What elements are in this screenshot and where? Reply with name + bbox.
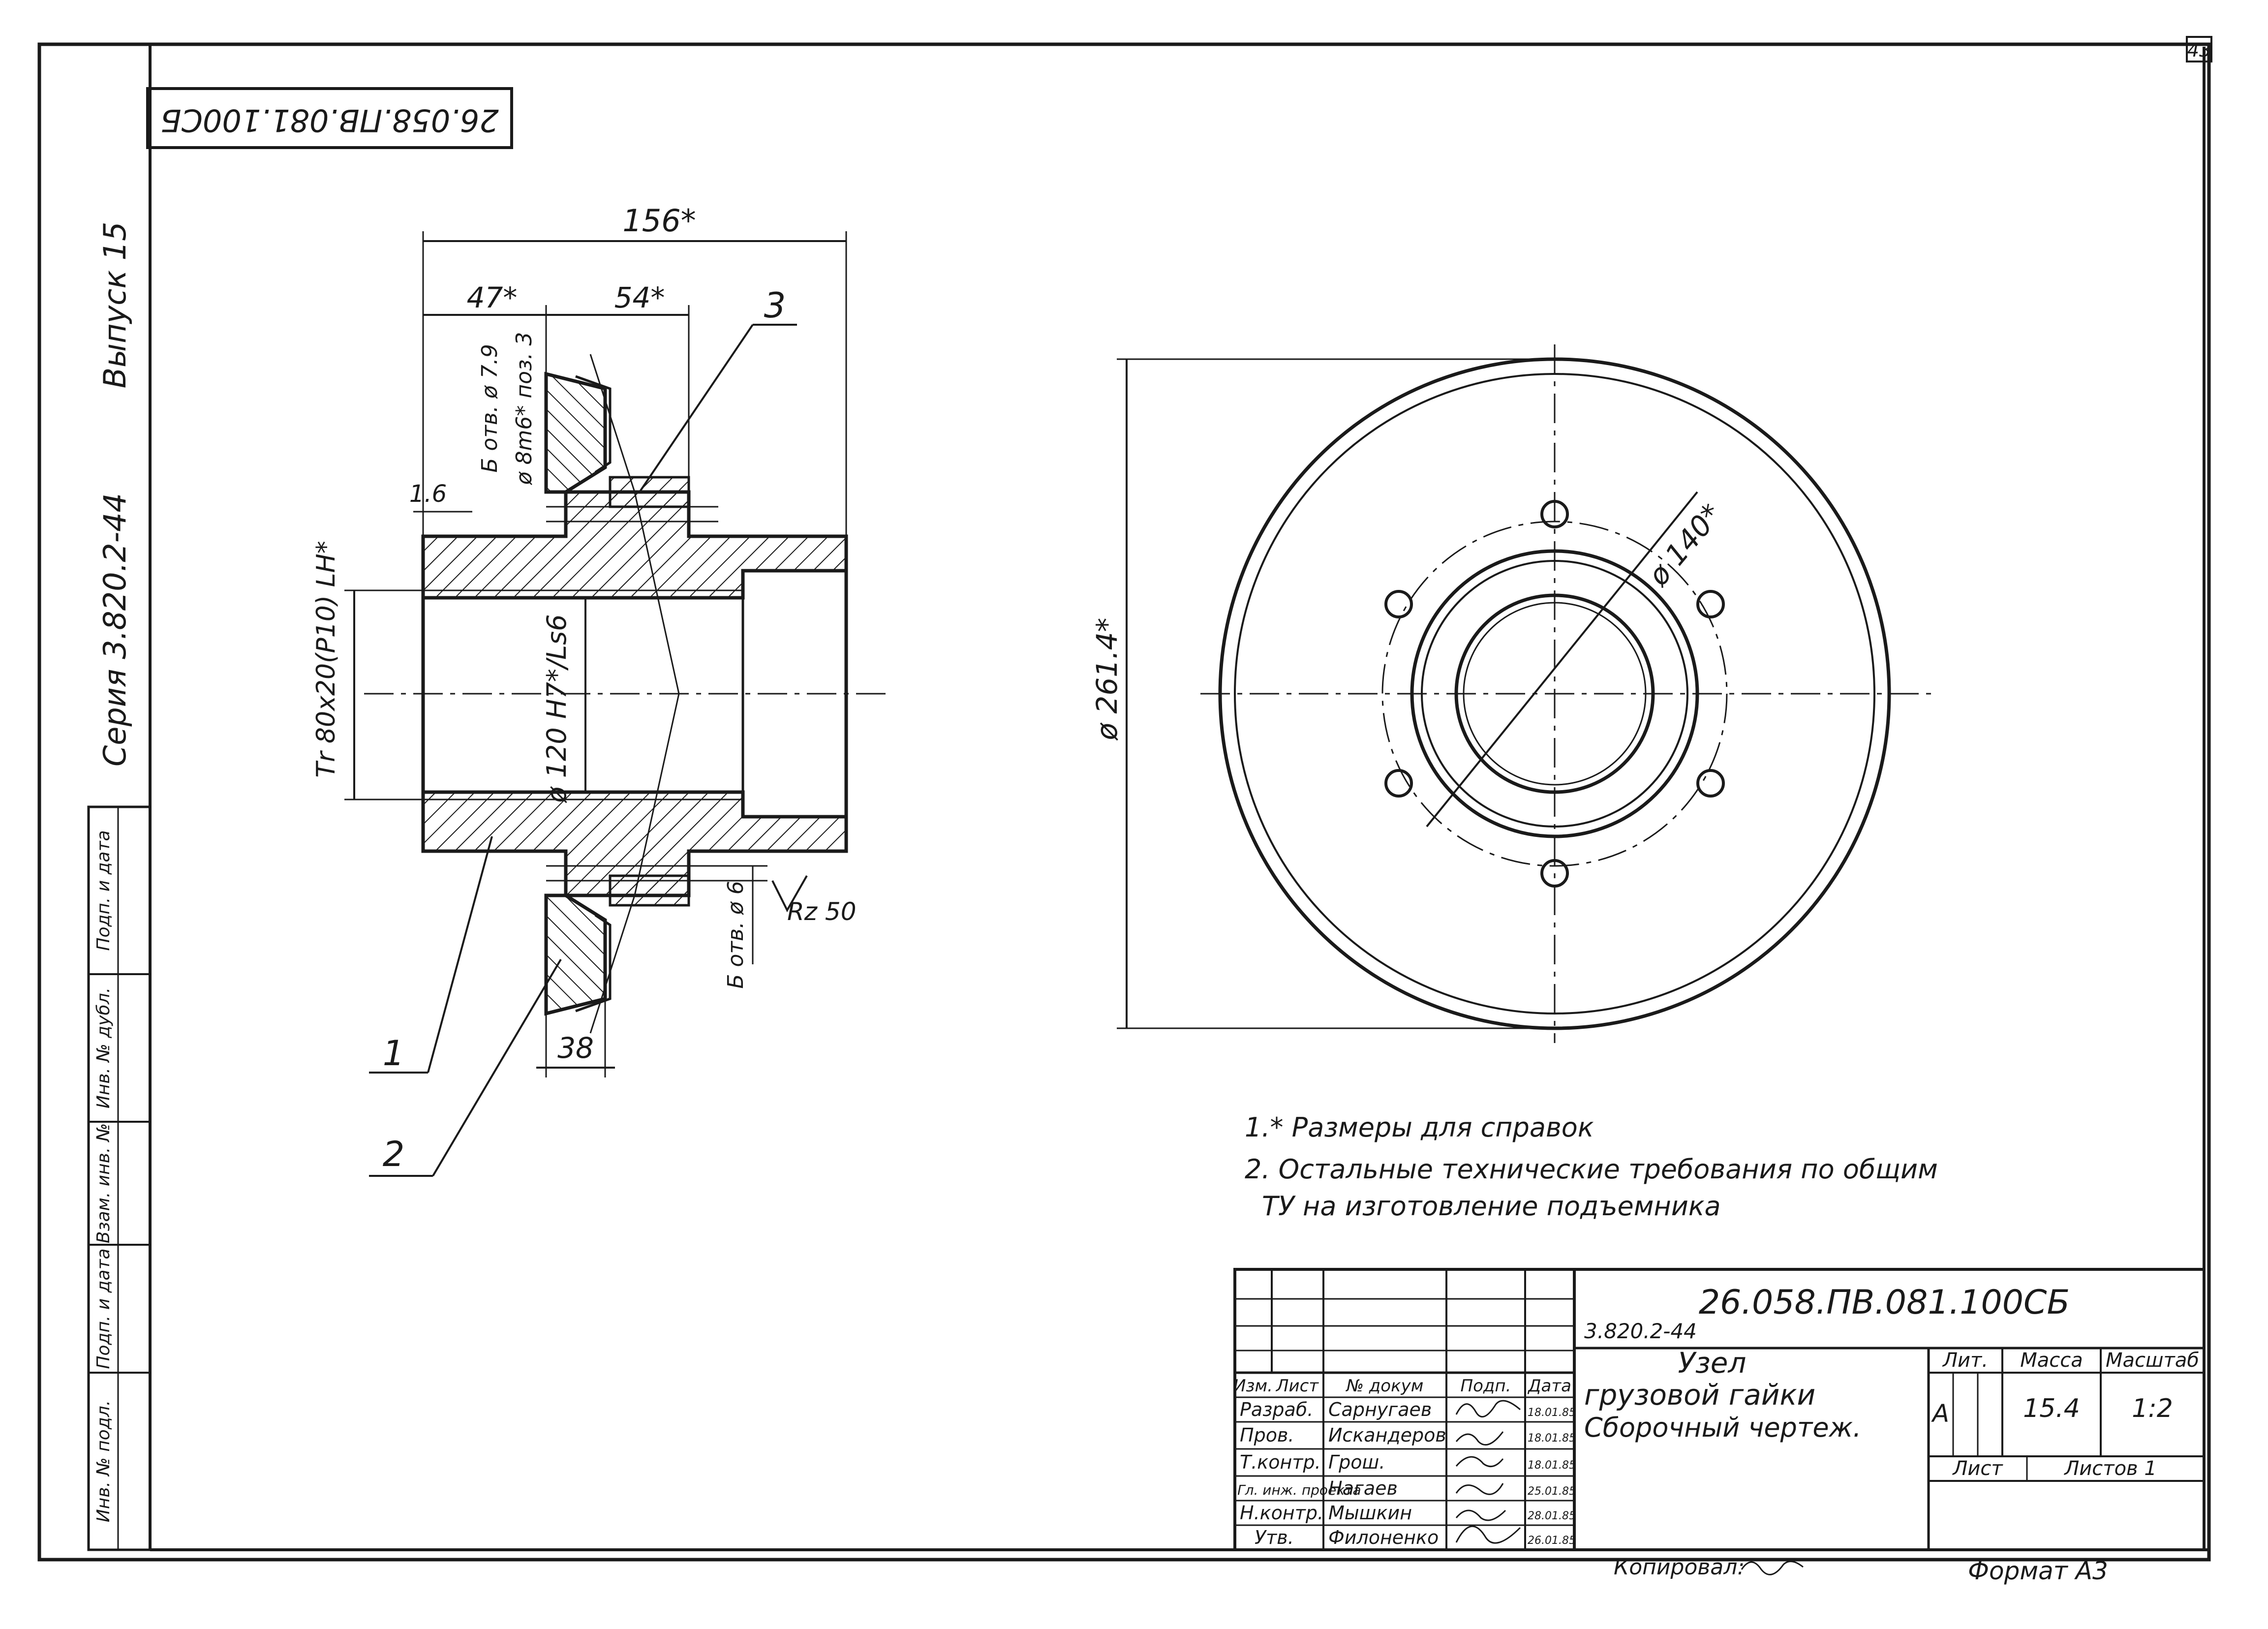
- series-label: Серия 3.820.2-44: [97, 493, 133, 767]
- row-date: 18.01.85: [1528, 1459, 1576, 1472]
- stamp-inv-podl: Инв. № подл.: [93, 1400, 114, 1522]
- row-role: Пров.: [1240, 1424, 1294, 1446]
- row-name: Грош.: [1328, 1451, 1385, 1473]
- note-3: ТУ на изготовление подъемника: [1262, 1191, 1721, 1222]
- dim-1-6: 1.6: [409, 480, 447, 508]
- scale-value: 1:2: [2132, 1394, 2173, 1423]
- name-line-2: грузовой гайки: [1584, 1378, 1815, 1412]
- bolt-hole: [1384, 769, 1413, 798]
- row-date: 25.01.85: [1528, 1485, 1576, 1498]
- bolt-note-top-2: ø 8m6* поз. 3: [512, 332, 537, 486]
- dim-47: 47*: [467, 281, 518, 314]
- roughness: Rz 50: [787, 897, 857, 926]
- bevel-gear-teeth-upper: [575, 375, 612, 474]
- row-name: Филоненко: [1328, 1527, 1439, 1548]
- bevel-gear-upper: [544, 371, 607, 494]
- row-name: Мышкин: [1328, 1502, 1412, 1524]
- position-leaders: 1 2 3: [369, 285, 797, 1177]
- notes: 1.* Размеры для справок 2. Остальные тех…: [1245, 1112, 1938, 1222]
- pos-2: 2: [383, 1134, 405, 1174]
- footer: Копировал: Формат А3: [1614, 1555, 2108, 1585]
- col-izm: Изм.: [1233, 1376, 1273, 1396]
- bolt-hole: [1696, 769, 1725, 798]
- pos-1: 1: [383, 1033, 405, 1074]
- mass-label: Масса: [2020, 1349, 2083, 1372]
- row-role: Т.контр.: [1240, 1451, 1321, 1473]
- side-stamp: Инв. № подл. Подп. и дата Взам. инв. № И…: [87, 805, 152, 1551]
- bevel-gear-teeth-lower: [575, 914, 612, 1013]
- row-date: 28.01.85: [1528, 1510, 1576, 1522]
- note-1: 1.* Размеры для справок: [1245, 1112, 1594, 1143]
- lit-label: Лит.: [1942, 1349, 1988, 1372]
- bolt-hole: [1384, 590, 1413, 618]
- scale-label: Масштаб: [2106, 1349, 2199, 1372]
- row-date: 26.01.85: [1528, 1535, 1576, 1547]
- pos-3: 3: [764, 285, 786, 326]
- row-role: Гл. инж. проекта: [1237, 1482, 1361, 1498]
- row-role: Н.контр.: [1240, 1502, 1323, 1524]
- stamp-podp-data-2: Подп. и дата: [93, 830, 114, 951]
- outer-frame: 43: [37, 36, 2212, 1562]
- name-line-3: Сборочный чертеж.: [1584, 1412, 1861, 1443]
- dim-156: 156*: [622, 203, 696, 239]
- issue-label: Выпуск 15: [97, 222, 133, 389]
- row-name: Искандеров: [1328, 1424, 1446, 1446]
- bolt-hole: [1696, 590, 1725, 618]
- dim-54: 54*: [614, 281, 665, 314]
- sheet-number: 43: [2187, 39, 2211, 61]
- top-code: 26.058.ПВ.081.100СБ: [160, 102, 499, 138]
- section-view: [364, 354, 886, 1034]
- bevel-gear-lower: [544, 893, 607, 1016]
- row-date: 18.01.85: [1528, 1407, 1576, 1419]
- front-view: ø 140* ø 261.4*: [1090, 344, 1933, 1043]
- mass-value: 15.4: [2023, 1394, 2080, 1423]
- dim-outer-261: ø 261.4*: [1090, 618, 1124, 741]
- sheet-label: Лист: [1952, 1457, 2003, 1480]
- row-role: Разраб.: [1240, 1399, 1313, 1420]
- stamp-inv-dubl: Инв. № дубл.: [93, 987, 114, 1108]
- side-labels: Выпуск 15 Серия 3.820.2-44: [97, 222, 133, 767]
- bolt-note-bottom: Б отв. ø 6: [723, 881, 748, 989]
- row-role: Утв.: [1255, 1527, 1294, 1548]
- stamp-podp-data-1: Подп. и дата: [93, 1248, 114, 1369]
- bolt-note-top-1: Б отв. ø 7.9: [477, 344, 502, 473]
- note-2: 2. Остальные технические требования по о…: [1245, 1154, 1938, 1185]
- top-code-box: 26.058.ПВ.081.100СБ: [146, 87, 513, 149]
- copied-by: Копировал:: [1614, 1555, 1745, 1580]
- pin-upper: [609, 476, 690, 508]
- stamp-vzam-inv: Взам. инв. №: [93, 1123, 114, 1243]
- col-podp: Подп.: [1461, 1376, 1511, 1396]
- row-date: 18.01.85: [1528, 1432, 1576, 1445]
- title-block: 26.058.ПВ.081.100СБ 3.820.2-44 Узел груз…: [1233, 1268, 2206, 1551]
- col-data: Дата: [1527, 1376, 1571, 1396]
- dim-38: 38: [557, 1031, 594, 1065]
- doc-code: 26.058.ПВ.081.100СБ: [1699, 1283, 2070, 1322]
- series-code: 3.820.2-44: [1584, 1319, 1697, 1343]
- format-label: Формат А3: [1968, 1557, 2108, 1585]
- bore-note: ø 120 H7*/Ls6: [541, 614, 572, 803]
- row-name: Нагаев: [1328, 1477, 1398, 1499]
- signatures: [1455, 1400, 1521, 1544]
- thread-note: Тr 80х20(P10) LH*: [311, 541, 341, 777]
- name-line-1: Узел: [1678, 1346, 1747, 1380]
- col-list: Лист: [1275, 1376, 1319, 1396]
- lit-value: А: [1931, 1399, 1949, 1428]
- col-dokum: № докум: [1346, 1376, 1424, 1396]
- row-name: Сарнугаев: [1328, 1399, 1432, 1420]
- sheets-label: Листов 1: [2063, 1457, 2157, 1480]
- dimensions-left: 156* 47* 54* 1.6 Б отв. ø 7.9 ø 8m6* поз…: [311, 203, 857, 1077]
